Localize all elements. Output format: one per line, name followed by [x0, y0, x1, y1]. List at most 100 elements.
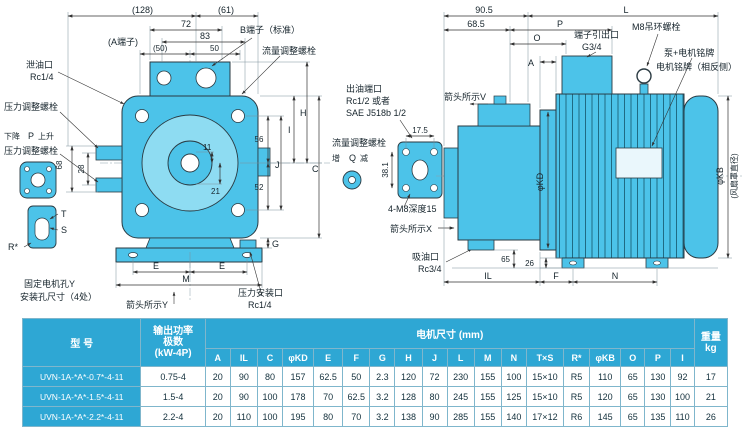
dim-M-label: M [182, 274, 190, 284]
cell-power: 1.5-4 [140, 386, 206, 407]
col-header-dim: A [204, 348, 231, 367]
suction-port-size: Rc3/4 [418, 264, 442, 274]
cell-dim: 20 [204, 366, 231, 387]
terminal-outlet-label: 端子引出口 [574, 29, 619, 40]
mounting-hole-label: 安装孔尺寸（4处） [20, 291, 97, 302]
dim-P-label: P [557, 19, 563, 29]
dim-E1-label: E [153, 261, 159, 271]
col-header-dim: O [620, 348, 646, 367]
cell-dim: 178 [281, 386, 315, 407]
cell-dim: 92 [670, 366, 695, 387]
cell-dim: R6 [563, 406, 591, 427]
cell-dim: 155 [473, 386, 502, 407]
cell-weight: 17 [693, 366, 729, 387]
decrease-label: 减 [360, 153, 368, 163]
increase-label: 增 [332, 153, 340, 163]
cell-dim: 285 [446, 406, 475, 427]
cell-dim: 65 [620, 386, 646, 407]
col-header-power: 输出功率 极数 (kW-4P) [140, 318, 206, 367]
cell-dim: 130 [644, 386, 672, 407]
a-terminal-label: (A端子) [108, 36, 138, 47]
pump-motor-side-dimensions [443, 12, 732, 286]
dim-83-label: 83 [200, 31, 210, 41]
pump-motor-side-view [436, 55, 742, 269]
cell-dim: 110 [589, 366, 622, 387]
pump-front-left-details [19, 161, 57, 249]
cell-dim: 80 [313, 406, 344, 427]
dim-61-label: (61) [218, 5, 234, 15]
cell-dim: 128 [394, 386, 423, 407]
cell-dim: 15×10 [525, 386, 565, 407]
dim-52-label: 52 [255, 183, 264, 192]
cell-dim: 100 [256, 386, 284, 407]
cell-dim: 100 [256, 406, 284, 427]
cell-dim: 90 [229, 366, 258, 387]
col-header-dim: φKD [281, 348, 315, 367]
drain-port-label: 泄油口 [26, 59, 53, 70]
cell-dim: 80 [256, 366, 284, 387]
technical-drawing: (128) (61) 72 83 (50) 50 (A端子) B端子（标准） 流… [4, 5, 742, 310]
m8-depth-label: 4-M8深度15 [388, 203, 437, 214]
col-header-dim: M [473, 348, 502, 367]
pressure-bolt-label-1: 压力调整螺栓 [4, 101, 58, 112]
cell-dim: 2.3 [369, 366, 396, 387]
col-header-dim: φKB [589, 348, 622, 367]
up-label: 上升 [38, 132, 54, 141]
cell-dim: 3.2 [369, 386, 396, 407]
outlet-port-label: 出油端口 [346, 83, 382, 94]
arrow-v-label: 箭头所示V [444, 91, 486, 102]
cell-dim: 72 [421, 366, 448, 387]
cell-power: 2.2-4 [140, 406, 206, 427]
col-header-dim: P [644, 348, 672, 367]
drain-port-size: Rc1/4 [30, 72, 54, 82]
col-header-dim: E [313, 348, 344, 367]
down-label: 下降 [4, 131, 20, 141]
cell-dim: 230 [446, 366, 475, 387]
pressure-port-label: 压力安装口 [238, 287, 283, 298]
cell-dim: 65 [620, 406, 646, 427]
cell-dim: R5 [563, 386, 591, 407]
cell-model: UVN-1A-*A*-1.5*-4-11 [21, 386, 142, 407]
cell-dim: 90 [421, 406, 448, 427]
dim-IL-label: IL [484, 271, 492, 281]
dim-G-label: G [272, 239, 279, 249]
cell-dim: 62.5 [342, 386, 371, 407]
cell-dim: 138 [394, 406, 423, 427]
dim-E2-label: E [219, 261, 225, 271]
dim-17-5-label: 17.5 [412, 126, 428, 135]
fixing-hole-label: 固定电机孔Y [24, 278, 75, 289]
cell-dim: 157 [281, 366, 315, 387]
col-header-dim: J [421, 348, 448, 367]
col-header-dim: G [369, 348, 396, 367]
cell-weight: 26 [693, 406, 729, 427]
dim-26-label: 26 [525, 259, 534, 268]
dim-S-label: S [61, 225, 67, 235]
outlet-port-size-2: SAE J518b 1/2 [346, 108, 406, 118]
col-header-dim: IL [229, 348, 258, 367]
q-label: Q [349, 153, 356, 163]
cell-dim: 65 [620, 366, 646, 387]
col-header-model: 型 号 [21, 318, 142, 367]
dim-68-label: 68 [55, 160, 64, 169]
p-label: P [28, 131, 34, 141]
col-header-weight: 重量 kg [693, 318, 729, 367]
cell-dim: 135 [644, 406, 672, 427]
cell-dim: 17×12 [525, 406, 565, 427]
dim-J-label: J [275, 160, 280, 170]
cell-dim: 110 [670, 406, 695, 427]
dim-H-label: H [300, 108, 307, 118]
pump-front-view [95, 50, 330, 300]
dim-I-label: I [288, 125, 291, 135]
cell-model: UVN-1A-*A*-2.2*-4-11 [21, 406, 142, 427]
dim-38-1-label: 38.1 [381, 162, 390, 178]
dim-50p-label: (50) [153, 44, 168, 53]
nameplate [615, 147, 663, 179]
cell-dim: 80 [421, 386, 448, 407]
cell-dim: 120 [394, 366, 423, 387]
header-line: kg [704, 342, 717, 354]
cell-dim: 155 [473, 366, 502, 387]
dim-56-label: 56 [255, 135, 264, 144]
pump-front-dimensions [23, 12, 322, 304]
pressure-port-size: Rc1/4 [248, 300, 272, 310]
